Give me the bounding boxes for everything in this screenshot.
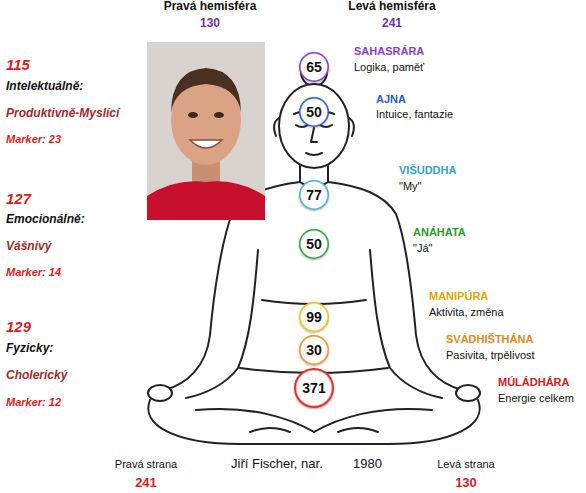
marker: Marker: 23: [5, 133, 62, 146]
chakra-circle: 50: [299, 229, 329, 259]
chakra-value: 99: [306, 309, 322, 325]
chakra-value: 77: [306, 187, 322, 203]
marker: Marker: 14: [5, 266, 62, 279]
chakra-meaning: Aktivita, změna: [428, 306, 505, 319]
chakra-value: 50: [306, 236, 322, 252]
chakra-meaning: Energie celkem: [497, 392, 575, 405]
side-label: Pravá strana: [114, 458, 178, 471]
value: 241: [134, 476, 158, 491]
chakra-circle: 99: [299, 302, 329, 332]
heading: Pravá hemisféra: [163, 0, 258, 14]
chakra-meaning: Intuice, fantazie: [375, 108, 454, 121]
chakra-circle: 30: [299, 335, 329, 365]
birth-year: 1980: [352, 457, 383, 472]
chakra-meaning: Logika, paměť: [353, 61, 425, 74]
category: Fyzicky:: [5, 342, 54, 356]
value: 241: [381, 17, 403, 31]
marker: Marker: 12: [5, 396, 62, 409]
value: 130: [199, 17, 221, 31]
chakra-circle: 65: [299, 52, 329, 82]
portrait-photo: [147, 42, 265, 220]
type: Produktivně-Myslící: [5, 107, 120, 121]
chakra-circle: 371: [294, 368, 334, 408]
chakra-value: 65: [306, 59, 322, 75]
chakra-name: SAHASRÁRA: [353, 45, 425, 58]
side-label: Levá strana: [436, 458, 495, 471]
category: Emocionálně:: [5, 213, 86, 227]
category: Intelektuálně:: [5, 80, 84, 94]
heading: Levá hemisféra: [347, 0, 436, 14]
chakra-name: SVÁDHIŠTHÁNA: [445, 333, 534, 346]
score: 129: [5, 318, 32, 335]
chakra-name: AJNA: [375, 93, 407, 106]
chakra-meaning: "My": [398, 180, 422, 193]
chakra-name: VIŠUDDHA: [398, 164, 457, 177]
chakra-value: 50: [306, 104, 322, 120]
chakra-circle: 50: [299, 97, 329, 127]
chakra-circle: 77: [299, 180, 329, 210]
chakra-name: MÚLÁDHÁRA: [497, 376, 571, 389]
score: 127: [5, 190, 32, 207]
chakra-value: 30: [306, 342, 322, 358]
chakra-meaning: "Já": [412, 242, 433, 255]
chakra-name: ANÁHATA: [412, 226, 467, 239]
chakra-value: 371: [302, 380, 325, 396]
score: 115: [5, 56, 31, 73]
type: Cholerický: [5, 369, 68, 383]
chakra-name: MANIPÚRA: [428, 290, 489, 303]
type: Vášnivý: [5, 240, 52, 254]
value: 130: [454, 476, 478, 491]
chakra-meaning: Pasivita, trpělivost: [445, 349, 536, 362]
person-name: Jiří Fischer, nar.: [230, 457, 324, 472]
